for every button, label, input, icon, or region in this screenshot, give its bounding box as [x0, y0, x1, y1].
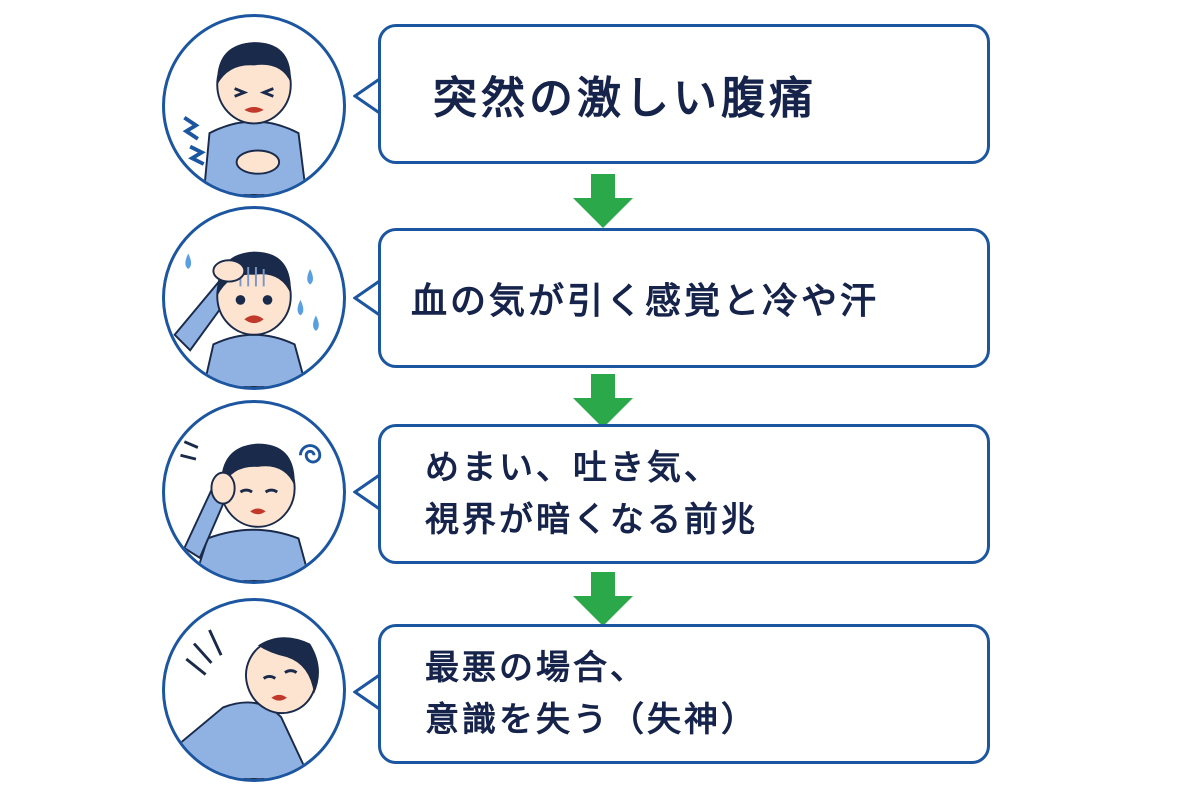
pain-zigzag-icon — [182, 115, 200, 141]
boy-pale-sweating-icon — [173, 251, 319, 387]
step-1-line-1: 突然の激しい腹痛 — [433, 73, 817, 124]
boy-stomach-ache-icon — [182, 42, 308, 195]
step-3-line-2: 視界が暗くなる前兆 — [425, 500, 758, 540]
speech-tail — [353, 278, 381, 318]
step-4-line-2: 意識を失う（失神） — [425, 700, 758, 740]
boy-collapsed-icon — [165, 629, 319, 779]
speech-tail — [353, 76, 381, 116]
down-arrow-icon — [573, 572, 633, 626]
step-4-bubble: 最悪の場合、 意識を失う（失神） — [378, 624, 990, 764]
illustration-dizzy — [162, 400, 346, 584]
down-arrow-icon — [573, 174, 633, 228]
step-2-line-1: 血の気が引く感覚と冷や汗 — [411, 281, 880, 322]
down-arrow-icon — [573, 374, 633, 428]
sweat-drop-icon — [307, 268, 314, 285]
boy-dizzy-nauseous-icon — [180, 440, 322, 581]
step-3-line-1: めまい、吐き気、 — [425, 448, 721, 488]
step-1-bubble: 突然の激しい腹痛 — [378, 24, 990, 164]
step-4-line-1: 最悪の場合、 — [425, 648, 647, 688]
illustration-collapsed — [162, 598, 346, 782]
illustration-pale-sweating — [162, 206, 346, 390]
speech-tail — [353, 472, 381, 512]
step-3-bubble: めまい、吐き気、 視界が暗くなる前兆 — [378, 424, 990, 564]
dizzy-swirl-icon — [298, 444, 322, 464]
step-2-bubble: 血の気が引く感覚と冷や汗 — [378, 228, 990, 368]
illustration-stomach-ache — [162, 14, 346, 198]
speech-tail — [353, 672, 381, 712]
